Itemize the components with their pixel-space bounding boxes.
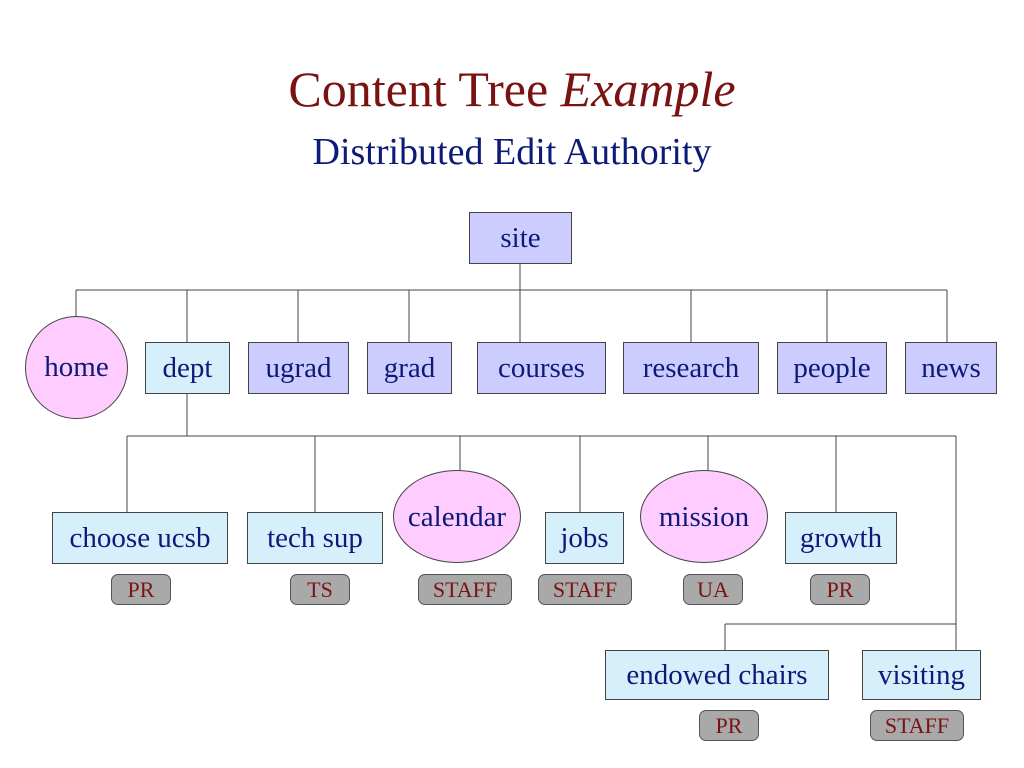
badge-calendar: STAFF: [418, 574, 512, 605]
badge-growth: PR: [810, 574, 870, 605]
badge-choose-ucsb: PR: [111, 574, 171, 605]
node-ugrad[interactable]: ugrad: [248, 342, 349, 394]
badge-visiting: STAFF: [870, 710, 964, 741]
badge-endowed-chairs: PR: [699, 710, 759, 741]
node-jobs[interactable]: jobs: [545, 512, 624, 564]
node-calendar[interactable]: calendar: [393, 470, 521, 563]
node-visiting[interactable]: visiting: [862, 650, 981, 700]
node-research[interactable]: research: [623, 342, 759, 394]
node-home[interactable]: home: [25, 316, 128, 419]
node-dept[interactable]: dept: [145, 342, 230, 394]
node-mission[interactable]: mission: [640, 470, 768, 563]
title-main: Content Tree: [288, 61, 549, 117]
title-emphasis: Example: [560, 61, 736, 117]
badge-jobs: STAFF: [538, 574, 632, 605]
badge-tech-sup: TS: [290, 574, 350, 605]
slide-title: Content Tree Example: [0, 58, 1024, 120]
node-tech-sup[interactable]: tech sup: [247, 512, 383, 564]
node-people[interactable]: people: [777, 342, 887, 394]
node-endowed-chairs[interactable]: endowed chairs: [605, 650, 829, 700]
node-growth[interactable]: growth: [785, 512, 897, 564]
node-courses[interactable]: courses: [477, 342, 606, 394]
node-site[interactable]: site: [469, 212, 572, 264]
node-grad[interactable]: grad: [367, 342, 452, 394]
badge-mission: UA: [683, 574, 743, 605]
slide-subtitle: Distributed Edit Authority: [312, 131, 712, 173]
node-news[interactable]: news: [905, 342, 997, 394]
node-choose-ucsb[interactable]: choose ucsb: [52, 512, 228, 564]
